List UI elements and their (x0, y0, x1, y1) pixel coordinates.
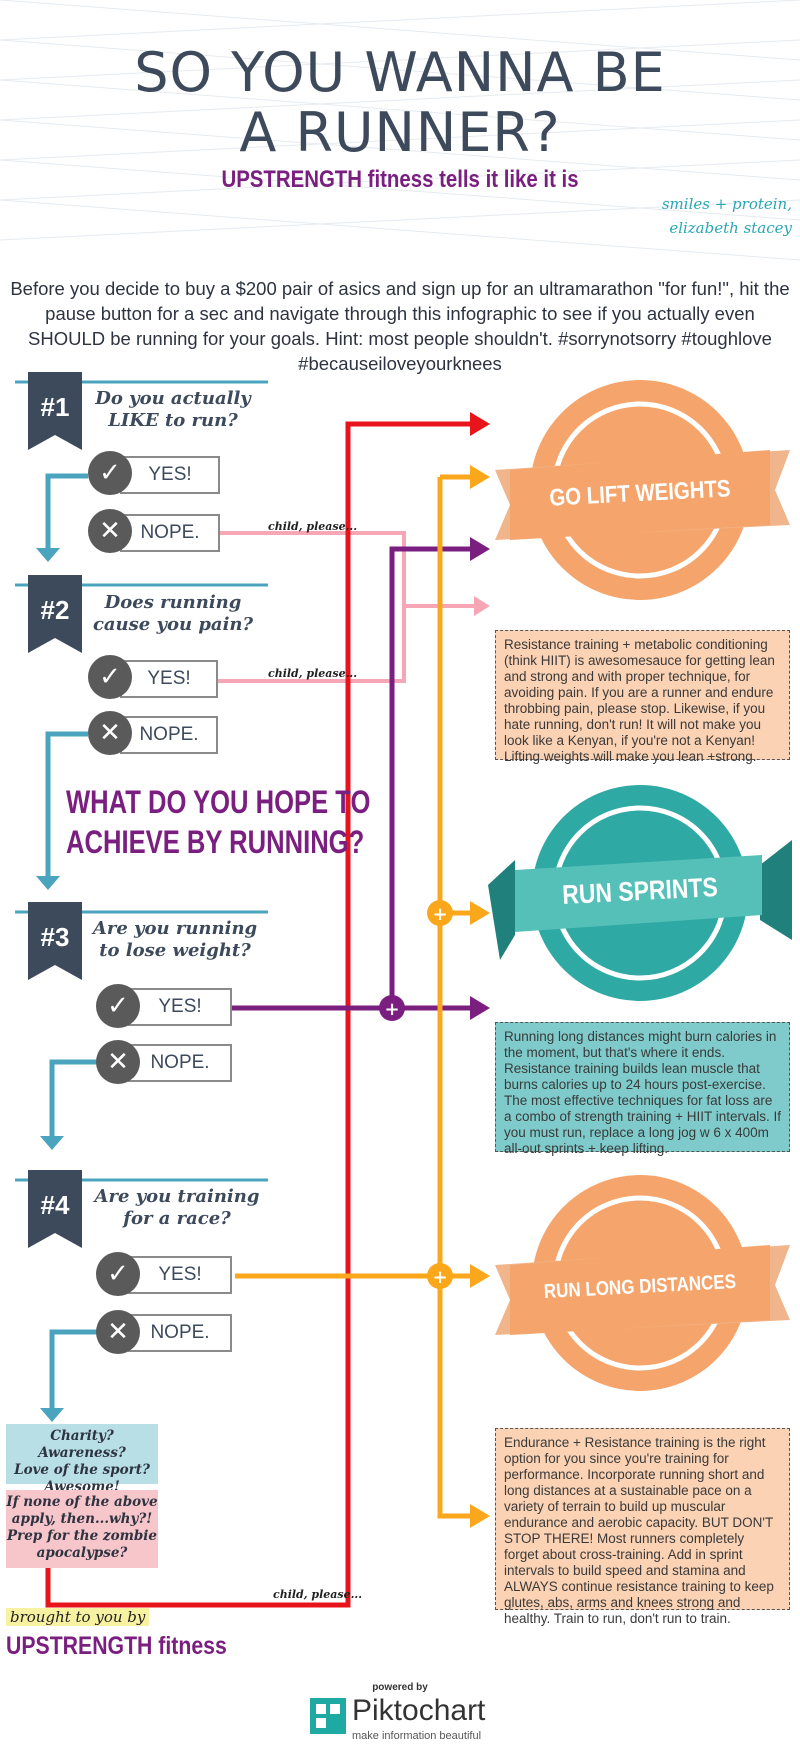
outcome-3-description: Endurance + Resistance training is the r… (495, 1428, 790, 1626)
go-lift-weights-badge (495, 380, 790, 600)
reasons-blue-line-2: Love of the sport? (14, 1462, 150, 1478)
signature-line-2: elizabeth stacey (669, 219, 792, 237)
question-4-text: Are you training for a race? (92, 1186, 262, 1230)
connector-note-1: child, please... (268, 520, 358, 533)
piktochart-wordmark[interactable]: Piktochart (352, 1694, 486, 1727)
reasons-pink-line-1: If none of the above (6, 1494, 158, 1510)
piktochart-logo-icon (310, 1698, 346, 1734)
reasons-pink-box: If none of the above apply, then...why?!… (6, 1490, 158, 1568)
question-2-line-2: cause you pain? (92, 614, 254, 635)
hope-heading-line-1: WHAT DO YOU HOPE TO (66, 784, 371, 820)
title-line-2: A RUNNER? (239, 101, 561, 164)
brought-to-you-by: brought to you by (6, 1608, 150, 1626)
question-3-line-2: to lose weight? (99, 940, 251, 961)
question-1-number: #1 (40, 392, 70, 422)
question-3-line-1: Are you running (92, 918, 258, 939)
subtitle: UPSTRENGTH fitness tells it like it is (221, 166, 579, 193)
powered-by: powered by (372, 1682, 428, 1693)
question-2-text: Does running cause you pain? (88, 592, 258, 636)
question-4-yes-button[interactable]: YES! (128, 1256, 232, 1294)
reasons-pink-line-3: Prep for the zombie (6, 1528, 158, 1544)
question-4-line-1: Are you training (94, 1186, 260, 1207)
intro-paragraph: Before you decide to buy a $200 pair of … (10, 278, 790, 374)
check-icon: ✓ (88, 451, 132, 495)
check-icon: ✓ (96, 984, 140, 1028)
question-3-yes-button[interactable]: YES! (128, 988, 232, 1026)
piktochart-tagline: make information beautiful (352, 1730, 482, 1742)
svg-text:+: + (384, 999, 399, 1020)
run-sprints-badge (488, 785, 792, 1001)
connector-note-2: child, please... (268, 667, 358, 680)
question-2-line-1: Does running (104, 592, 242, 613)
question-1-text: Do you actually LIKE to run? (88, 388, 258, 432)
x-icon: ✕ (96, 1310, 140, 1354)
footer-brand: UPSTRENGTH fitness (6, 1632, 227, 1660)
connector-note-3: child, please... (273, 1588, 363, 1601)
x-icon: ✕ (88, 509, 132, 553)
question-2-yes-button[interactable]: YES! (120, 660, 218, 698)
x-icon: ✕ (88, 711, 132, 755)
question-2-number: #2 (40, 595, 70, 625)
question-1-line-1: Do you actually (95, 388, 251, 409)
question-4-number: #4 (40, 1190, 70, 1220)
outcome-2-description: Running long distances might burn calori… (495, 1022, 790, 1156)
outcome-1-description: Resistance training + metabolic conditio… (495, 630, 790, 764)
signature-line-1: smiles + protein, (661, 195, 792, 213)
check-icon: ✓ (88, 655, 132, 699)
question-4-no-button[interactable]: NOPE. (128, 1314, 232, 1352)
question-3-number: #3 (40, 922, 70, 952)
question-1-yes-button[interactable]: YES! (120, 456, 220, 494)
question-3-text: Are you running to lose weight? (90, 918, 260, 962)
question-1-no-button[interactable]: NOPE. (120, 514, 220, 552)
reasons-blue-box: Charity? Awareness? Love of the sport? A… (6, 1424, 158, 1495)
signature: smiles + protein, elizabeth stacey (592, 192, 792, 240)
title-line-1: SO YOU WANNA BE (134, 41, 666, 104)
reasons-pink-line-4: apocalypse? (36, 1545, 128, 1561)
x-icon: ✕ (96, 1040, 140, 1084)
svg-text:+: + (432, 1267, 447, 1288)
hope-heading-line-2: ACHIEVE BY RUNNING? (66, 824, 365, 860)
question-4-line-2: for a race? (123, 1208, 231, 1229)
question-2-no-button[interactable]: NOPE. (120, 716, 218, 754)
reasons-pink-line-2: apply, then...why?! (11, 1511, 153, 1527)
hope-heading: WHAT DO YOU HOPE TO ACHIEVE BY RUNNING? (66, 782, 370, 862)
check-icon: ✓ (96, 1252, 140, 1296)
svg-text:+: + (432, 904, 447, 925)
question-3-no-button[interactable]: NOPE. (128, 1044, 232, 1082)
run-long-distances-badge (495, 1175, 790, 1391)
question-1-line-2: LIKE to run? (108, 410, 238, 431)
reasons-blue-line-1: Charity? Awareness? (38, 1428, 126, 1461)
